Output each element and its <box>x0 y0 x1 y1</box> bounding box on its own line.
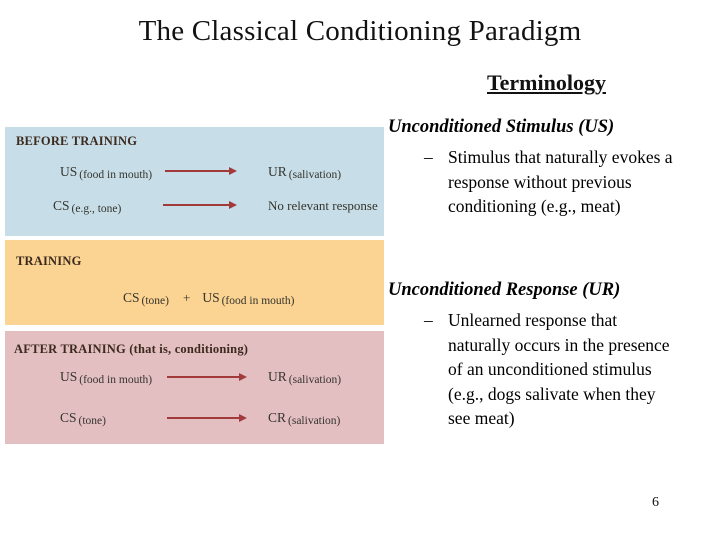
cs-label-main: CS <box>53 198 70 213</box>
definition-line: naturally occurs in the presence <box>448 334 670 355</box>
term-ur-heading: Unconditioned Response (UR) <box>388 280 621 300</box>
us-label-sub: (food in mouth) <box>79 169 153 181</box>
us-label-sub: (food in mouth) <box>221 295 295 307</box>
cs-label-main: CS <box>123 290 140 305</box>
term-ur-definition-text: Unlearned response that naturally occurs… <box>448 308 716 431</box>
panel-training: TRAINING CS(tone) + US(food in mouth) <box>5 240 384 325</box>
ur-label-sub: (salivation) <box>288 374 342 386</box>
conditioning-figure: BEFORE TRAINING US(food in mouth) UR(sal… <box>5 127 384 444</box>
definition-line: conditioning (e.g., meat) <box>448 196 621 216</box>
us-label-sub: (food in mouth) <box>79 374 153 386</box>
arrow-icon <box>163 201 237 209</box>
definition-line: of an unconditioned stimulus <box>448 359 652 379</box>
term-us-heading: Unconditioned Stimulus (US) <box>388 117 615 137</box>
plus-sign: + <box>182 290 191 305</box>
ur-label: UR(salivation) <box>268 163 341 181</box>
us-label-main: US <box>60 164 78 179</box>
cs-label: CS(e.g., tone) <box>53 197 121 215</box>
panel-after-training: AFTER TRAINING (that is, conditioning) U… <box>5 331 384 444</box>
us-label-main: US <box>202 290 220 305</box>
cs-label-main: CS <box>60 410 77 425</box>
us-label: US(food in mouth) <box>60 368 152 386</box>
us-label-main: US <box>60 369 78 384</box>
cs-label-sub: (tone) <box>141 295 169 307</box>
ur-label-main: UR <box>268 369 287 384</box>
arrow-icon <box>167 373 247 381</box>
term-us-definition: – Stimulus that naturally evokes a respo… <box>388 145 716 219</box>
definition-line: (e.g., dogs salivate when they <box>448 383 656 404</box>
panel-after-header: AFTER TRAINING (that is, conditioning) <box>14 342 249 356</box>
cr-label-main: CR <box>268 410 287 425</box>
panel-before-training: BEFORE TRAINING US(food in mouth) UR(sal… <box>5 127 384 236</box>
us-label: US(food in mouth) <box>60 163 152 181</box>
term-us: Unconditioned Stimulus (US) – Stimulus t… <box>388 117 716 219</box>
definition-line: response without previous <box>448 171 632 192</box>
dash-bullet: – <box>424 147 433 167</box>
definition-line: Stimulus that naturally evokes a <box>448 147 673 167</box>
page-number: 6 <box>652 495 659 510</box>
term-us-definition-text: Stimulus that naturally evokes a respons… <box>448 145 716 219</box>
panel-training-header: TRAINING <box>16 254 82 268</box>
arrow-icon <box>167 414 247 422</box>
cs-label-sub: (tone) <box>78 415 106 427</box>
term-ur: Unconditioned Response (UR) – Unlearned … <box>388 280 716 431</box>
no-response-label: No relevant response <box>268 198 378 213</box>
terminology-heading: Terminology <box>487 70 606 95</box>
cs-label-sub: (e.g., tone) <box>71 203 122 215</box>
ur-label: UR(salivation) <box>268 368 341 386</box>
ur-label-main: UR <box>268 164 287 179</box>
term-ur-definition: – Unlearned response that naturally occu… <box>388 308 716 431</box>
definition-line: see meat) <box>448 408 515 428</box>
cr-label-sub: (salivation) <box>288 415 341 427</box>
definition-line: Unlearned response that <box>448 310 618 330</box>
dash-bullet: – <box>424 310 433 330</box>
cr-label: CR(salivation) <box>268 409 340 427</box>
panel-before-header: BEFORE TRAINING <box>16 134 138 148</box>
page-title: The Classical Conditioning Paradigm <box>138 15 582 47</box>
cs-label: CS(tone) <box>60 409 106 427</box>
training-row: CS(tone) + US(food in mouth) <box>123 289 294 307</box>
arrow-icon <box>165 167 237 175</box>
ur-label-sub: (salivation) <box>288 169 342 181</box>
